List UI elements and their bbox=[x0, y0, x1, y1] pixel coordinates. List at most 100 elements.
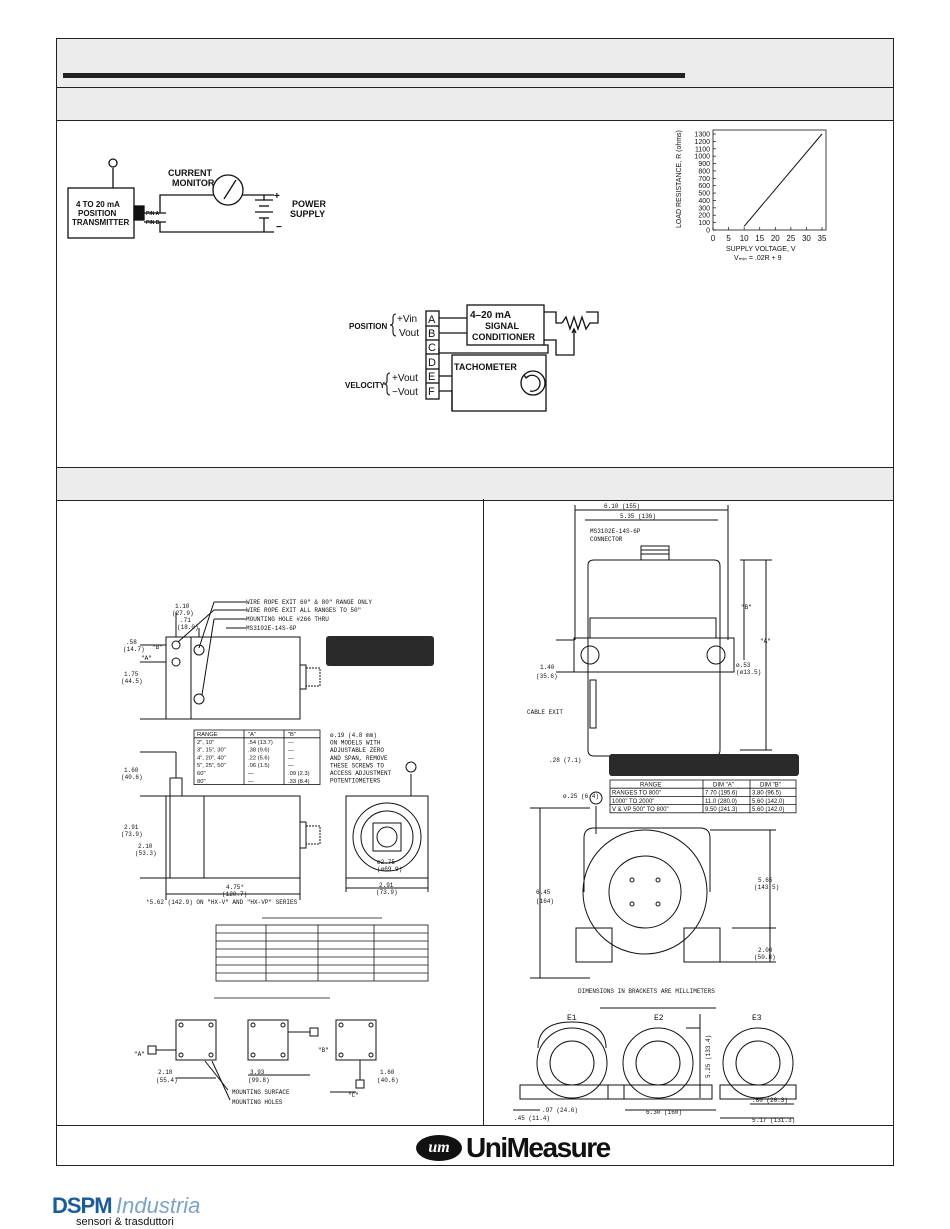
logo-mark: um bbox=[416, 1135, 462, 1161]
model-label-box bbox=[326, 636, 434, 666]
dim-44-5: (44.5) bbox=[121, 678, 143, 685]
pin-d: D bbox=[428, 357, 436, 369]
dim-table-header: DIM "A" bbox=[713, 783, 734, 789]
exit-label-e1: E1 bbox=[567, 1014, 577, 1023]
range-table-header: "B" bbox=[288, 732, 296, 738]
section-header-electrical bbox=[57, 87, 893, 121]
y-tick-label: 1100 bbox=[695, 146, 710, 153]
y-tick-label: 1200 bbox=[694, 139, 710, 146]
dim-2-10: 2.10 bbox=[138, 843, 153, 850]
rdim-dia-13-5: (ø13.5) bbox=[736, 669, 761, 676]
brand-name-2: Industria bbox=[116, 1193, 201, 1218]
drum-housing bbox=[582, 829, 708, 955]
range-table-cell: .09 (2.3) bbox=[288, 771, 310, 777]
load-line bbox=[743, 133, 823, 227]
mounting-holes-note: MOUNTING HOLES bbox=[232, 1099, 283, 1106]
exit-label-e2: E2 bbox=[654, 1014, 664, 1023]
pot-note-line: AND SPAN, REMOVE bbox=[330, 755, 388, 762]
power-supply-label-2: SUPPLY bbox=[290, 209, 325, 219]
conditioner-label-2: SIGNAL bbox=[485, 321, 520, 331]
mount-dim-a: "A" bbox=[134, 1051, 145, 1058]
dim-table-cell: 3.80 (96.5) bbox=[752, 791, 781, 797]
dim-dia-2-75: ø2.75 bbox=[377, 859, 395, 866]
mounting-options bbox=[147, 1019, 377, 1101]
exit-dim-0-45: .45 (11.4) bbox=[514, 1115, 550, 1122]
dim-table-cell: 1000" TO 2000" bbox=[612, 799, 654, 805]
y-tick-label: 0 bbox=[706, 228, 710, 235]
signal-conditioner-diagram bbox=[425, 304, 599, 412]
dim-18-0: (18.0) bbox=[177, 624, 199, 631]
connector-label-2: CONNECTOR bbox=[590, 536, 623, 543]
dim-table-cell: V & VP 500" TO 800" bbox=[612, 807, 669, 813]
current-monitor-label-2: MONITOR bbox=[172, 178, 215, 188]
compact-transducer-drawing bbox=[140, 601, 429, 900]
chart-plot-area bbox=[712, 129, 827, 231]
y-tick-label: 500 bbox=[698, 191, 710, 198]
pin-label-mvout: −Vout bbox=[392, 387, 418, 398]
dim-6-10: 6.10 (155) bbox=[604, 503, 640, 510]
pin-label-pvout: +Vout bbox=[392, 373, 418, 384]
rdim-6-45: 6.45 bbox=[536, 889, 551, 896]
pin-label-vout: Vout bbox=[399, 328, 419, 339]
pin-c: C bbox=[428, 342, 436, 354]
range-table-cell: 80" bbox=[197, 779, 206, 785]
mount-dim-55-4: (55.4) bbox=[156, 1077, 178, 1084]
y-axis-label: LOAD RESISTANCE, R (ohms) bbox=[676, 130, 683, 228]
note-wire-exit-60-80: WIRE ROPE EXIT 60" & 80" RANGE ONLY bbox=[246, 599, 372, 606]
range-table-cell: — bbox=[248, 779, 254, 785]
x-tick-label: 10 bbox=[740, 234, 749, 243]
wire-rope-eyelet bbox=[108, 158, 118, 168]
rdim-35-6: (35.6) bbox=[536, 673, 558, 680]
y-tick-label: 600 bbox=[698, 183, 710, 190]
dim-14-7: (14.7) bbox=[123, 646, 145, 653]
dim-120-7: (120.7) bbox=[222, 891, 247, 898]
title-rule bbox=[63, 73, 685, 78]
signal-conditioner-box bbox=[466, 304, 545, 346]
rdim-2-00: 2.00 bbox=[758, 947, 773, 954]
range-table-cell: — bbox=[248, 771, 254, 777]
pot-note-line: ADJUSTABLE ZERO bbox=[330, 747, 384, 754]
spec-table bbox=[214, 917, 429, 999]
mount-dim-40-6: (40.6) bbox=[377, 1077, 399, 1084]
brand-tagline: sensori & trasduttori bbox=[76, 1216, 174, 1228]
range-table-cell: — bbox=[288, 740, 294, 746]
dim-53-3: (53.3) bbox=[135, 850, 157, 857]
mount-dim-b: "B" bbox=[318, 1047, 329, 1054]
range-table-cell: .54 (13.7) bbox=[248, 740, 273, 746]
transmitter-label-1: 4 TO 20 mA bbox=[76, 200, 120, 209]
current-monitor-label-1: CURRENT bbox=[168, 168, 213, 178]
mount-dim-c: "C" bbox=[348, 1092, 359, 1099]
range-table-cell: .33 (8.4) bbox=[288, 779, 310, 785]
dspm-brand: DSPM Industria sensori & trasduttori bbox=[52, 1193, 200, 1228]
note-wire-exit-all: WIRE ROPE EXIT ALL RANGES TO 50" bbox=[246, 607, 361, 614]
x-tick-label: 25 bbox=[786, 234, 795, 243]
x-tick-label: 5 bbox=[726, 234, 731, 243]
y-tick-label: 200 bbox=[698, 213, 710, 220]
pot-note-line: POTENTIOMETERS bbox=[330, 778, 381, 785]
y-tick-label: 400 bbox=[698, 198, 710, 205]
pin-e: E bbox=[428, 371, 435, 383]
mount-dim-1-60: 1.60 bbox=[380, 1069, 395, 1076]
y-tick-label: 900 bbox=[698, 161, 710, 168]
rdim-164: (164) bbox=[536, 898, 554, 905]
current-loop-circuit bbox=[67, 158, 274, 239]
x-tick-label: 0 bbox=[711, 234, 716, 243]
exit-dim-5-17: 5.17 (131.3) bbox=[752, 1117, 795, 1124]
series-note: *5.62 (142.9) ON "HX-V" AND "HX-VP" SERI… bbox=[146, 899, 298, 906]
y-tick-label: 1300 bbox=[694, 132, 710, 139]
range-table-border bbox=[193, 729, 321, 785]
range-table-header: RANGE bbox=[197, 732, 218, 738]
plus-sign: + bbox=[274, 191, 280, 202]
logo-text: UniMeasure bbox=[466, 1132, 611, 1163]
rdim-dia-25: ø.25 (6.4) bbox=[563, 793, 599, 800]
dim-4-75: 4.75* bbox=[226, 884, 244, 891]
pin-b-label: PIN B bbox=[146, 220, 160, 226]
range-table: RANGE"A""B"2", 10".54 (13.7)—3", 15", 30… bbox=[193, 729, 321, 785]
current-monitor-gauge bbox=[212, 174, 244, 206]
dim-table-cell: 9.50 (241.3) bbox=[705, 807, 737, 813]
rdim-5-65: 5.65 bbox=[758, 877, 773, 884]
range-table-cell: 3", 15", 30" bbox=[197, 748, 226, 754]
note-mounting-hole: MOUNTING HOLE #266 THRU bbox=[246, 616, 329, 623]
dim-dia-69-9: (ø69.9) bbox=[377, 866, 402, 873]
